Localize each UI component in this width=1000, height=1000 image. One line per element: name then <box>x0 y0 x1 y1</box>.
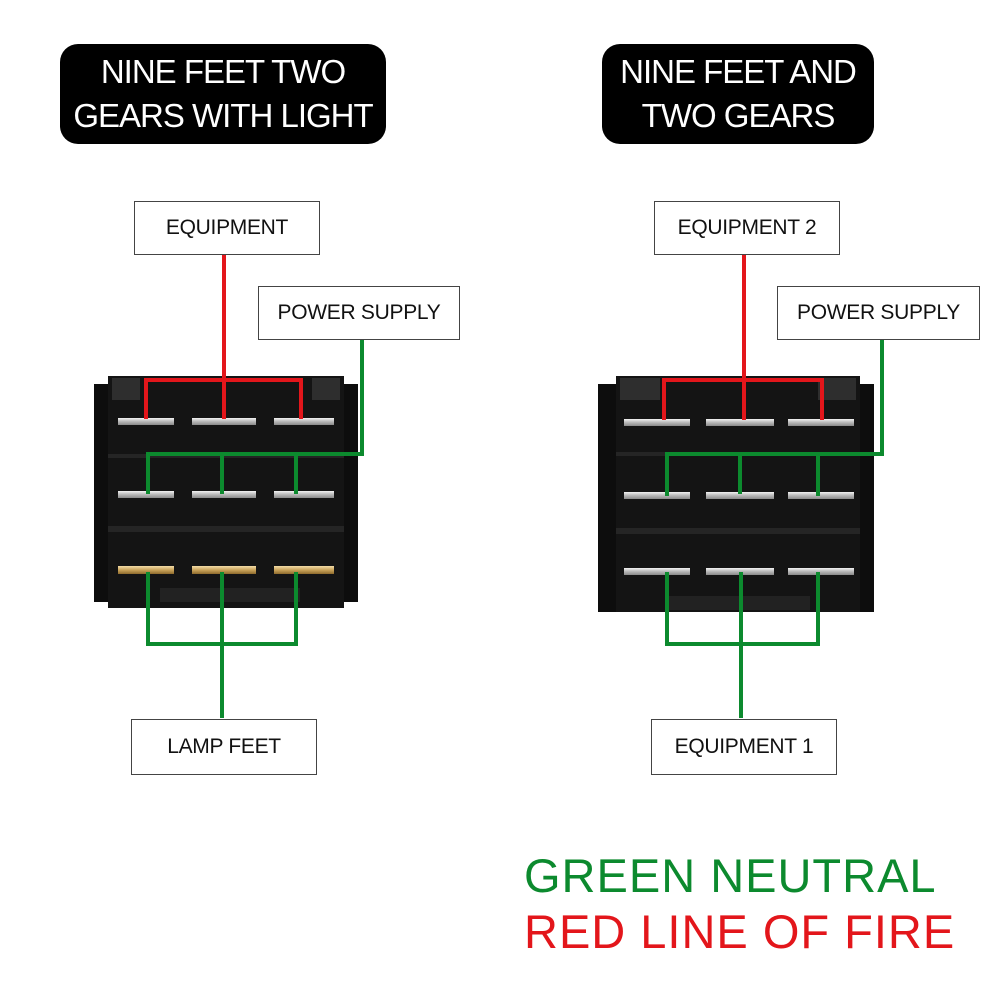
left-green-supply-wire <box>146 338 364 494</box>
right-diagram-title: NINE FEET AND TWO GEARS <box>602 44 874 144</box>
left-terminal-8 <box>192 566 256 574</box>
left-terminal-7 <box>118 566 174 574</box>
right-terminal-6 <box>788 492 854 499</box>
legend-red-line-of-fire: RED LINE OF FIRE <box>524 905 956 958</box>
left-terminal-2 <box>192 418 256 425</box>
right-terminal-4 <box>624 492 690 499</box>
right-green-equipment1-wire <box>665 572 820 718</box>
right-equipment-1-label: EQUIPMENT 1 <box>651 719 837 775</box>
left-terminal-1 <box>118 418 174 425</box>
legend-green-neutral: GREEN NEUTRAL <box>524 849 937 902</box>
right-terminal-1 <box>624 419 690 426</box>
right-equipment-2-label: EQUIPMENT 2 <box>654 201 840 255</box>
right-power-supply-label: POWER SUPPLY <box>777 286 980 340</box>
right-rocker-switch <box>598 376 874 612</box>
right-green-supply-wire <box>665 338 884 496</box>
left-red-live-wire <box>144 254 303 419</box>
left-green-lamp-wire <box>146 572 298 718</box>
left-terminal-6 <box>274 491 334 498</box>
left-terminal-4 <box>118 491 174 498</box>
right-terminal-7 <box>624 568 690 575</box>
right-terminal-2 <box>706 419 774 426</box>
right-terminal-5 <box>706 492 774 499</box>
left-terminal-9 <box>274 566 334 574</box>
left-terminal-3 <box>274 418 334 425</box>
left-terminal-5 <box>192 491 256 498</box>
right-terminal-8 <box>706 568 774 575</box>
right-terminal-9 <box>788 568 854 575</box>
right-terminal-3 <box>788 419 854 426</box>
left-lamp-feet-label: LAMP FEET <box>131 719 317 775</box>
right-red-live-wire <box>662 254 824 420</box>
left-diagram-title: NINE FEET TWO GEARS WITH LIGHT <box>60 44 386 144</box>
left-equipment-label: EQUIPMENT <box>134 201 320 255</box>
left-power-supply-label: POWER SUPPLY <box>258 286 460 340</box>
